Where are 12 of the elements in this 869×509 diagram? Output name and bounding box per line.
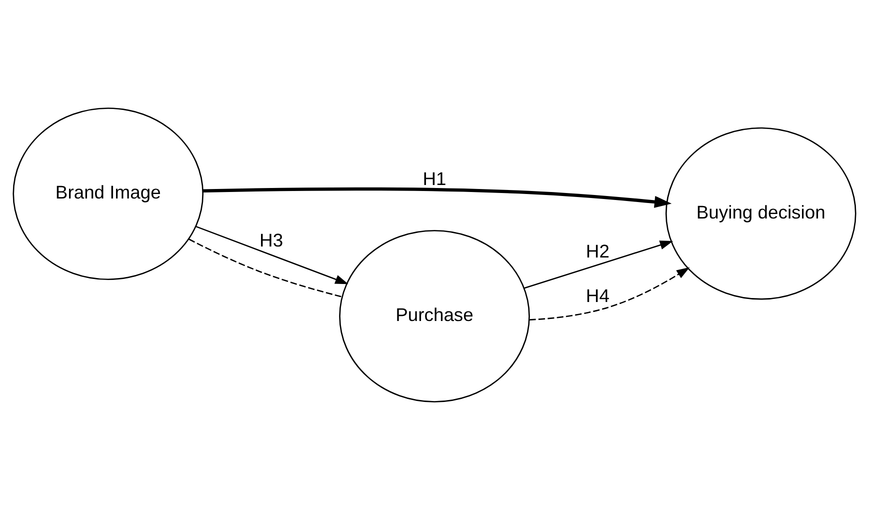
connector [188,238,342,297]
edge-label: H2 [586,240,610,261]
node-circle: Brand Image [12,107,204,280]
arrow [529,266,690,320]
arrow [524,240,674,288]
node-circle: Purchase [339,230,530,402]
arrow [202,186,672,208]
edge-label: H1 [422,167,446,188]
edge-label: H4 [586,284,610,306]
arrow [196,225,348,284]
node-circle: Buying decision [665,126,856,300]
edge-label: H3 [260,229,284,250]
